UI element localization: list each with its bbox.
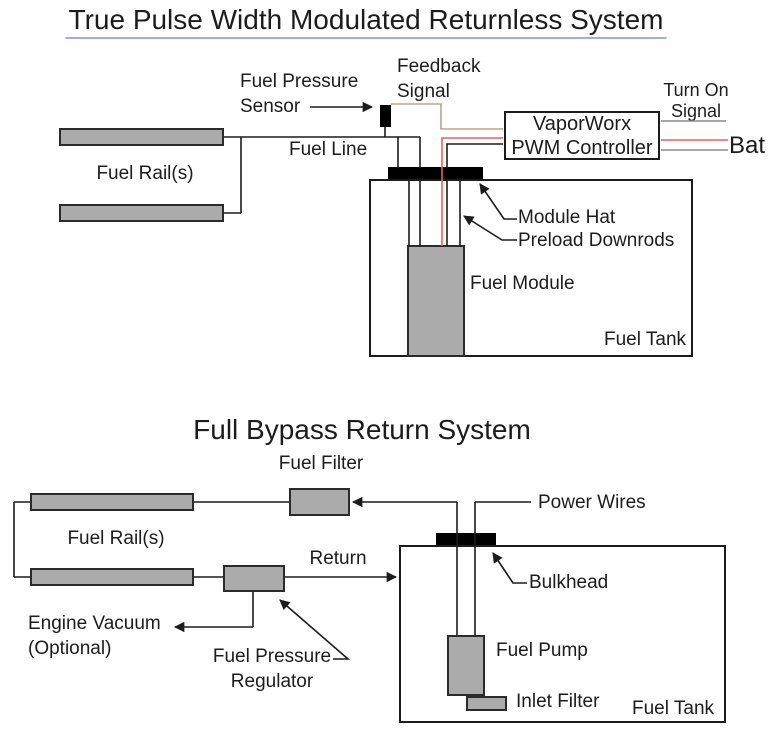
fuel-tank-label-bottom: Fuel Tank xyxy=(632,698,715,719)
fuel-pressure-sensor-label: Fuel Pressure Sensor xyxy=(240,69,358,119)
module-hat-label: Module Hat xyxy=(518,207,616,228)
rail-junction-top xyxy=(224,137,242,214)
fuel-line-label: Fuel Line xyxy=(289,139,368,160)
engine-vacuum-label: Engine Vacuum (Optional) xyxy=(28,611,161,661)
bottom-diagram-title: Full Bypass Return System xyxy=(193,414,531,445)
black-wire-controller-to-hat xyxy=(446,143,503,168)
fuel-pump-label: Fuel Pump xyxy=(496,640,588,661)
fuel-filter-label: Fuel Filter xyxy=(278,453,364,474)
engine-vacuum-label-line1: Engine Vacuum xyxy=(28,613,161,634)
feedback-signal-label-line2: Signal xyxy=(397,81,450,103)
fuel-pump xyxy=(447,635,485,696)
fuel-pressure-regulator-label: Fuel Pressure Regulator xyxy=(213,645,331,694)
fuel-pressure-regulator-label-line1: Fuel Pressure xyxy=(212,646,332,667)
fuel-module-label: Fuel Module xyxy=(470,273,575,294)
rail-junction-bottom xyxy=(13,501,30,578)
fuel-pressure-sensor xyxy=(380,105,391,127)
pwm-controller-box: VaporWorx PWM Controller xyxy=(504,111,660,160)
preload-downrods-label: Preload Downrods xyxy=(518,230,675,251)
bulkhead xyxy=(436,533,496,545)
fuel-pressure-regulator xyxy=(223,565,285,592)
fuel-rail-bottom-2 xyxy=(30,568,194,586)
bulkhead-label: Bulkhead xyxy=(529,572,609,593)
feedback-signal-label-line1: Feedback xyxy=(397,56,481,77)
fuel-rail-bottom-1 xyxy=(30,493,194,511)
fuel-tank-bottom xyxy=(399,545,726,723)
engine-vacuum-label-line2: (Optional) xyxy=(28,638,112,660)
turn-on-signal-label: Turn On Signal xyxy=(663,80,728,121)
fuel-pressure-sensor-label-line1: Fuel Pressure xyxy=(240,71,359,92)
fuel-pressure-sensor-label-line2: Sensor xyxy=(240,96,301,118)
feedback-signal-label: Feedback Signal xyxy=(397,54,480,104)
inlet-filter xyxy=(466,696,507,711)
power-wires-label: Power Wires xyxy=(538,492,646,513)
inlet-filter-label: Inlet Filter xyxy=(516,691,600,712)
feedback-signal-wire xyxy=(391,103,503,130)
fuel-rails-label-bottom: Fuel Rail(s) xyxy=(67,528,165,549)
bat-label: Bat xyxy=(729,132,766,159)
pwm-controller-label-line2: PWM Controller xyxy=(511,136,653,159)
fuel-tank-top xyxy=(369,179,693,357)
fuel-rails-label-top: Fuel Rail(s) xyxy=(96,163,194,184)
fuel-module xyxy=(407,245,465,357)
module-hat xyxy=(388,167,483,179)
top-diagram-title: True Pulse Width Modulated Returnless Sy… xyxy=(65,4,667,39)
turn-on-signal-label-line2: Signal xyxy=(670,100,722,121)
turn-on-signal-label-line1: Turn On xyxy=(663,80,729,100)
fuel-pipe-above-hat xyxy=(397,137,421,168)
pwm-controller-label-line1: VaporWorx xyxy=(532,112,632,135)
return-label: Return xyxy=(309,548,367,569)
fuel-rail-top-2 xyxy=(59,204,224,222)
fuel-pressure-regulator-label-line2: Regulator xyxy=(230,670,314,692)
fuel-filter xyxy=(289,488,350,516)
fuel-tank-label-top: Fuel Tank xyxy=(604,329,687,350)
fuel-rail-top-1 xyxy=(59,128,224,146)
